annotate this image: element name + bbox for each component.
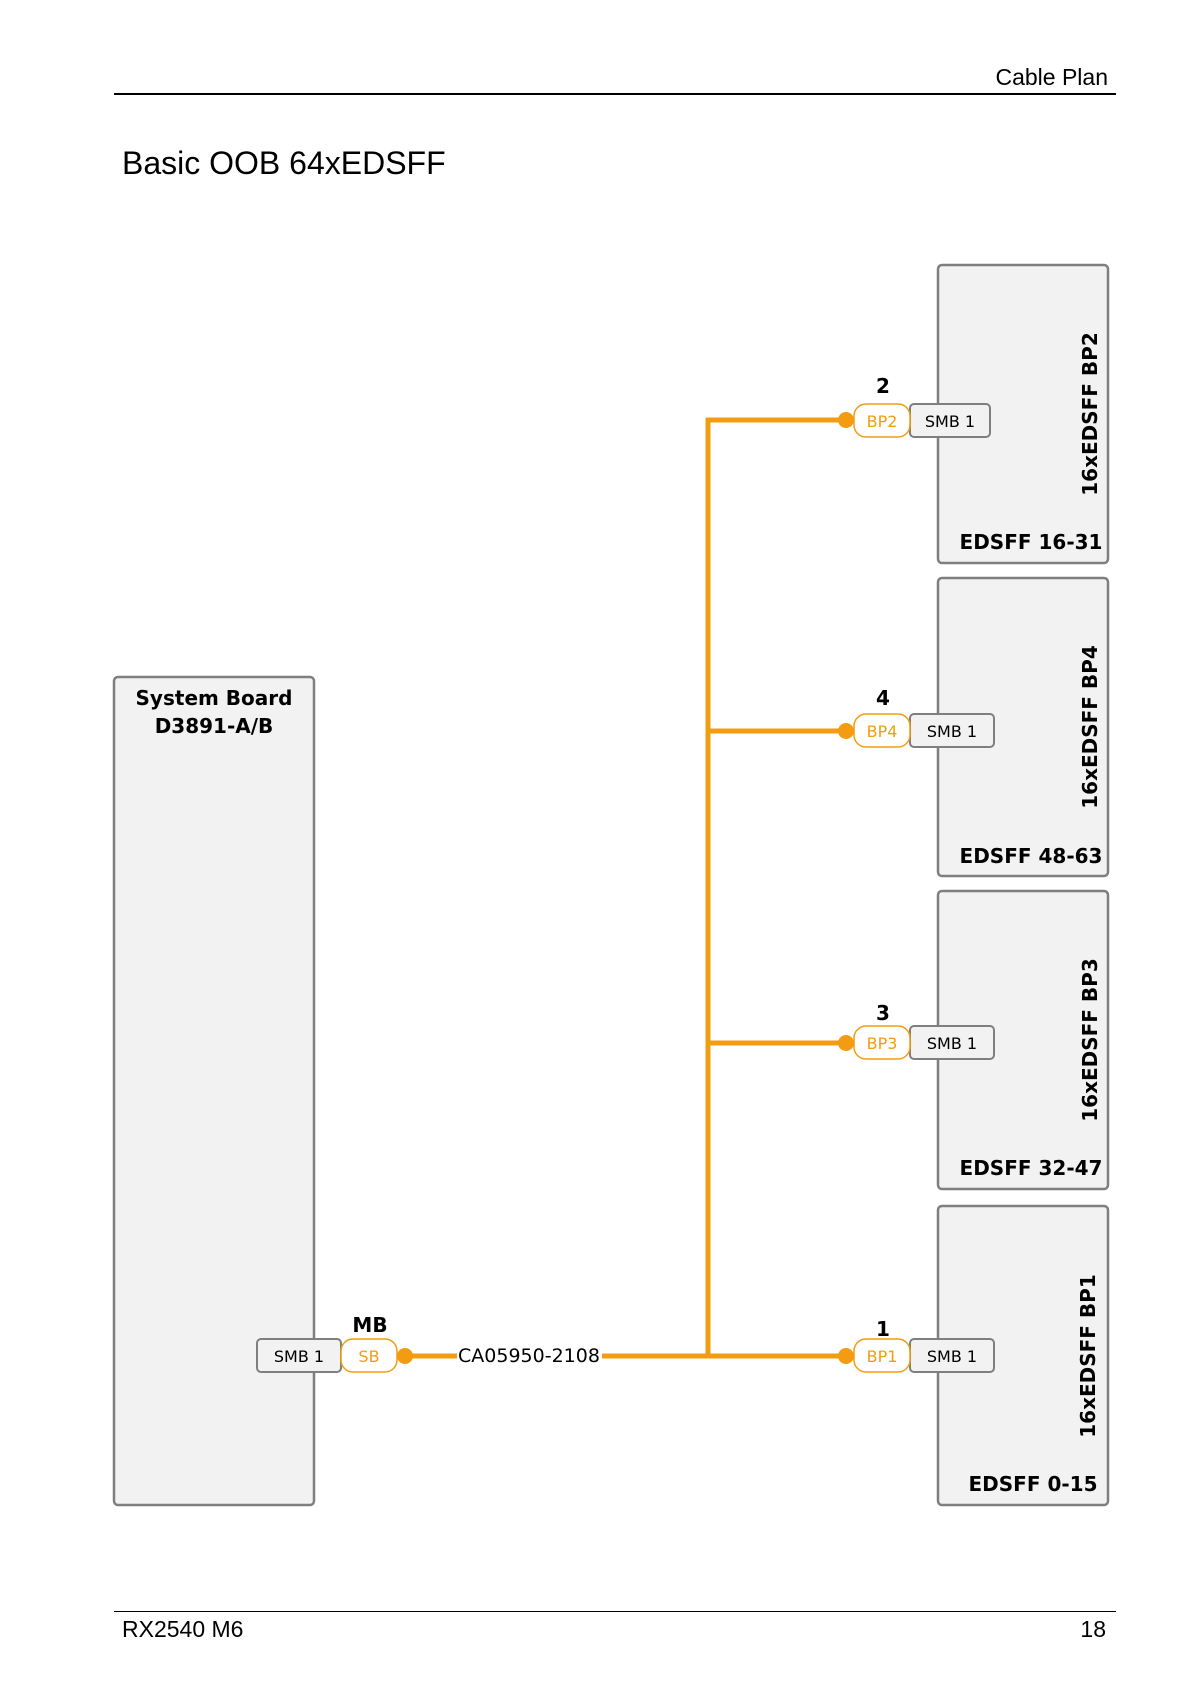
cable-end-bp4	[838, 723, 854, 739]
footer-page-number: 18	[1080, 1616, 1106, 1643]
cable-end-bp3	[838, 1035, 854, 1051]
system-board-box	[114, 677, 314, 1505]
backplane-bp1-port-label: BP1	[867, 1347, 898, 1366]
sb-port-label: SB	[358, 1347, 379, 1366]
backplane-bp3: 16xEDSFF BP3 EDSFF 32-47 SMB 1 BP3 3	[706, 891, 1108, 1189]
backplane-bp2: 16xEDSFF BP2 EDSFF 16-31 SMB 1 BP2 2	[706, 265, 1108, 563]
cable-end-sb	[397, 1348, 413, 1364]
mb-label: MB	[352, 1313, 387, 1337]
backplane-bp4-range: EDSFF 48-63	[960, 844, 1103, 868]
cable-end-bp2	[838, 412, 854, 428]
system-board-smb-label: SMB 1	[274, 1347, 324, 1366]
backplane-bp3-port-label: BP3	[867, 1034, 898, 1053]
backplane-bp1-range: EDSFF 0-15	[968, 1472, 1097, 1496]
footer-rule	[114, 1611, 1116, 1612]
cable: CA05950-2108	[397, 418, 708, 1367]
backplane-bp3-number: 3	[876, 1001, 890, 1025]
backplane-bp4-name: 16xEDSFF BP4	[1078, 645, 1102, 809]
backplane-bp2-number: 2	[876, 374, 890, 398]
backplane-bp3-range: EDSFF 32-47	[960, 1156, 1103, 1180]
backplane-bp1-number: 1	[876, 1317, 890, 1341]
cable-end-bp1	[838, 1348, 854, 1364]
system-board-title: System Board	[136, 686, 293, 710]
backplane-bp2-port-label: BP2	[867, 412, 898, 431]
backplane-bp3-name: 16xEDSFF BP3	[1078, 958, 1102, 1122]
backplane-bp4: 16xEDSFF BP4 EDSFF 48-63 SMB 1 BP4 4	[706, 578, 1108, 876]
backplane-bp2-smb-label: SMB 1	[925, 412, 975, 431]
backplane-bp4-smb-label: SMB 1	[927, 722, 977, 741]
system-board: System Board D3891-A/B SMB 1 SB MB	[114, 677, 397, 1505]
footer-model: RX2540 M6	[122, 1616, 243, 1643]
system-board-model: D3891-A/B	[155, 714, 274, 738]
backplane-bp2-range: EDSFF 16-31	[960, 530, 1103, 554]
backplane-bp1-smb-label: SMB 1	[927, 1347, 977, 1366]
backplane-bp1: 16xEDSFF BP1 EDSFF 0-15 SMB 1 BP1 1	[706, 1206, 1108, 1505]
backplane-bp4-port-label: BP4	[867, 722, 898, 741]
backplane-bp1-name: 16xEDSFF BP1	[1076, 1274, 1100, 1438]
backplane-bp3-smb-label: SMB 1	[927, 1034, 977, 1053]
backplane-bp2-name: 16xEDSFF BP2	[1078, 332, 1102, 496]
cable-part-number: CA05950-2108	[458, 1345, 600, 1367]
backplane-bp4-number: 4	[876, 686, 890, 710]
